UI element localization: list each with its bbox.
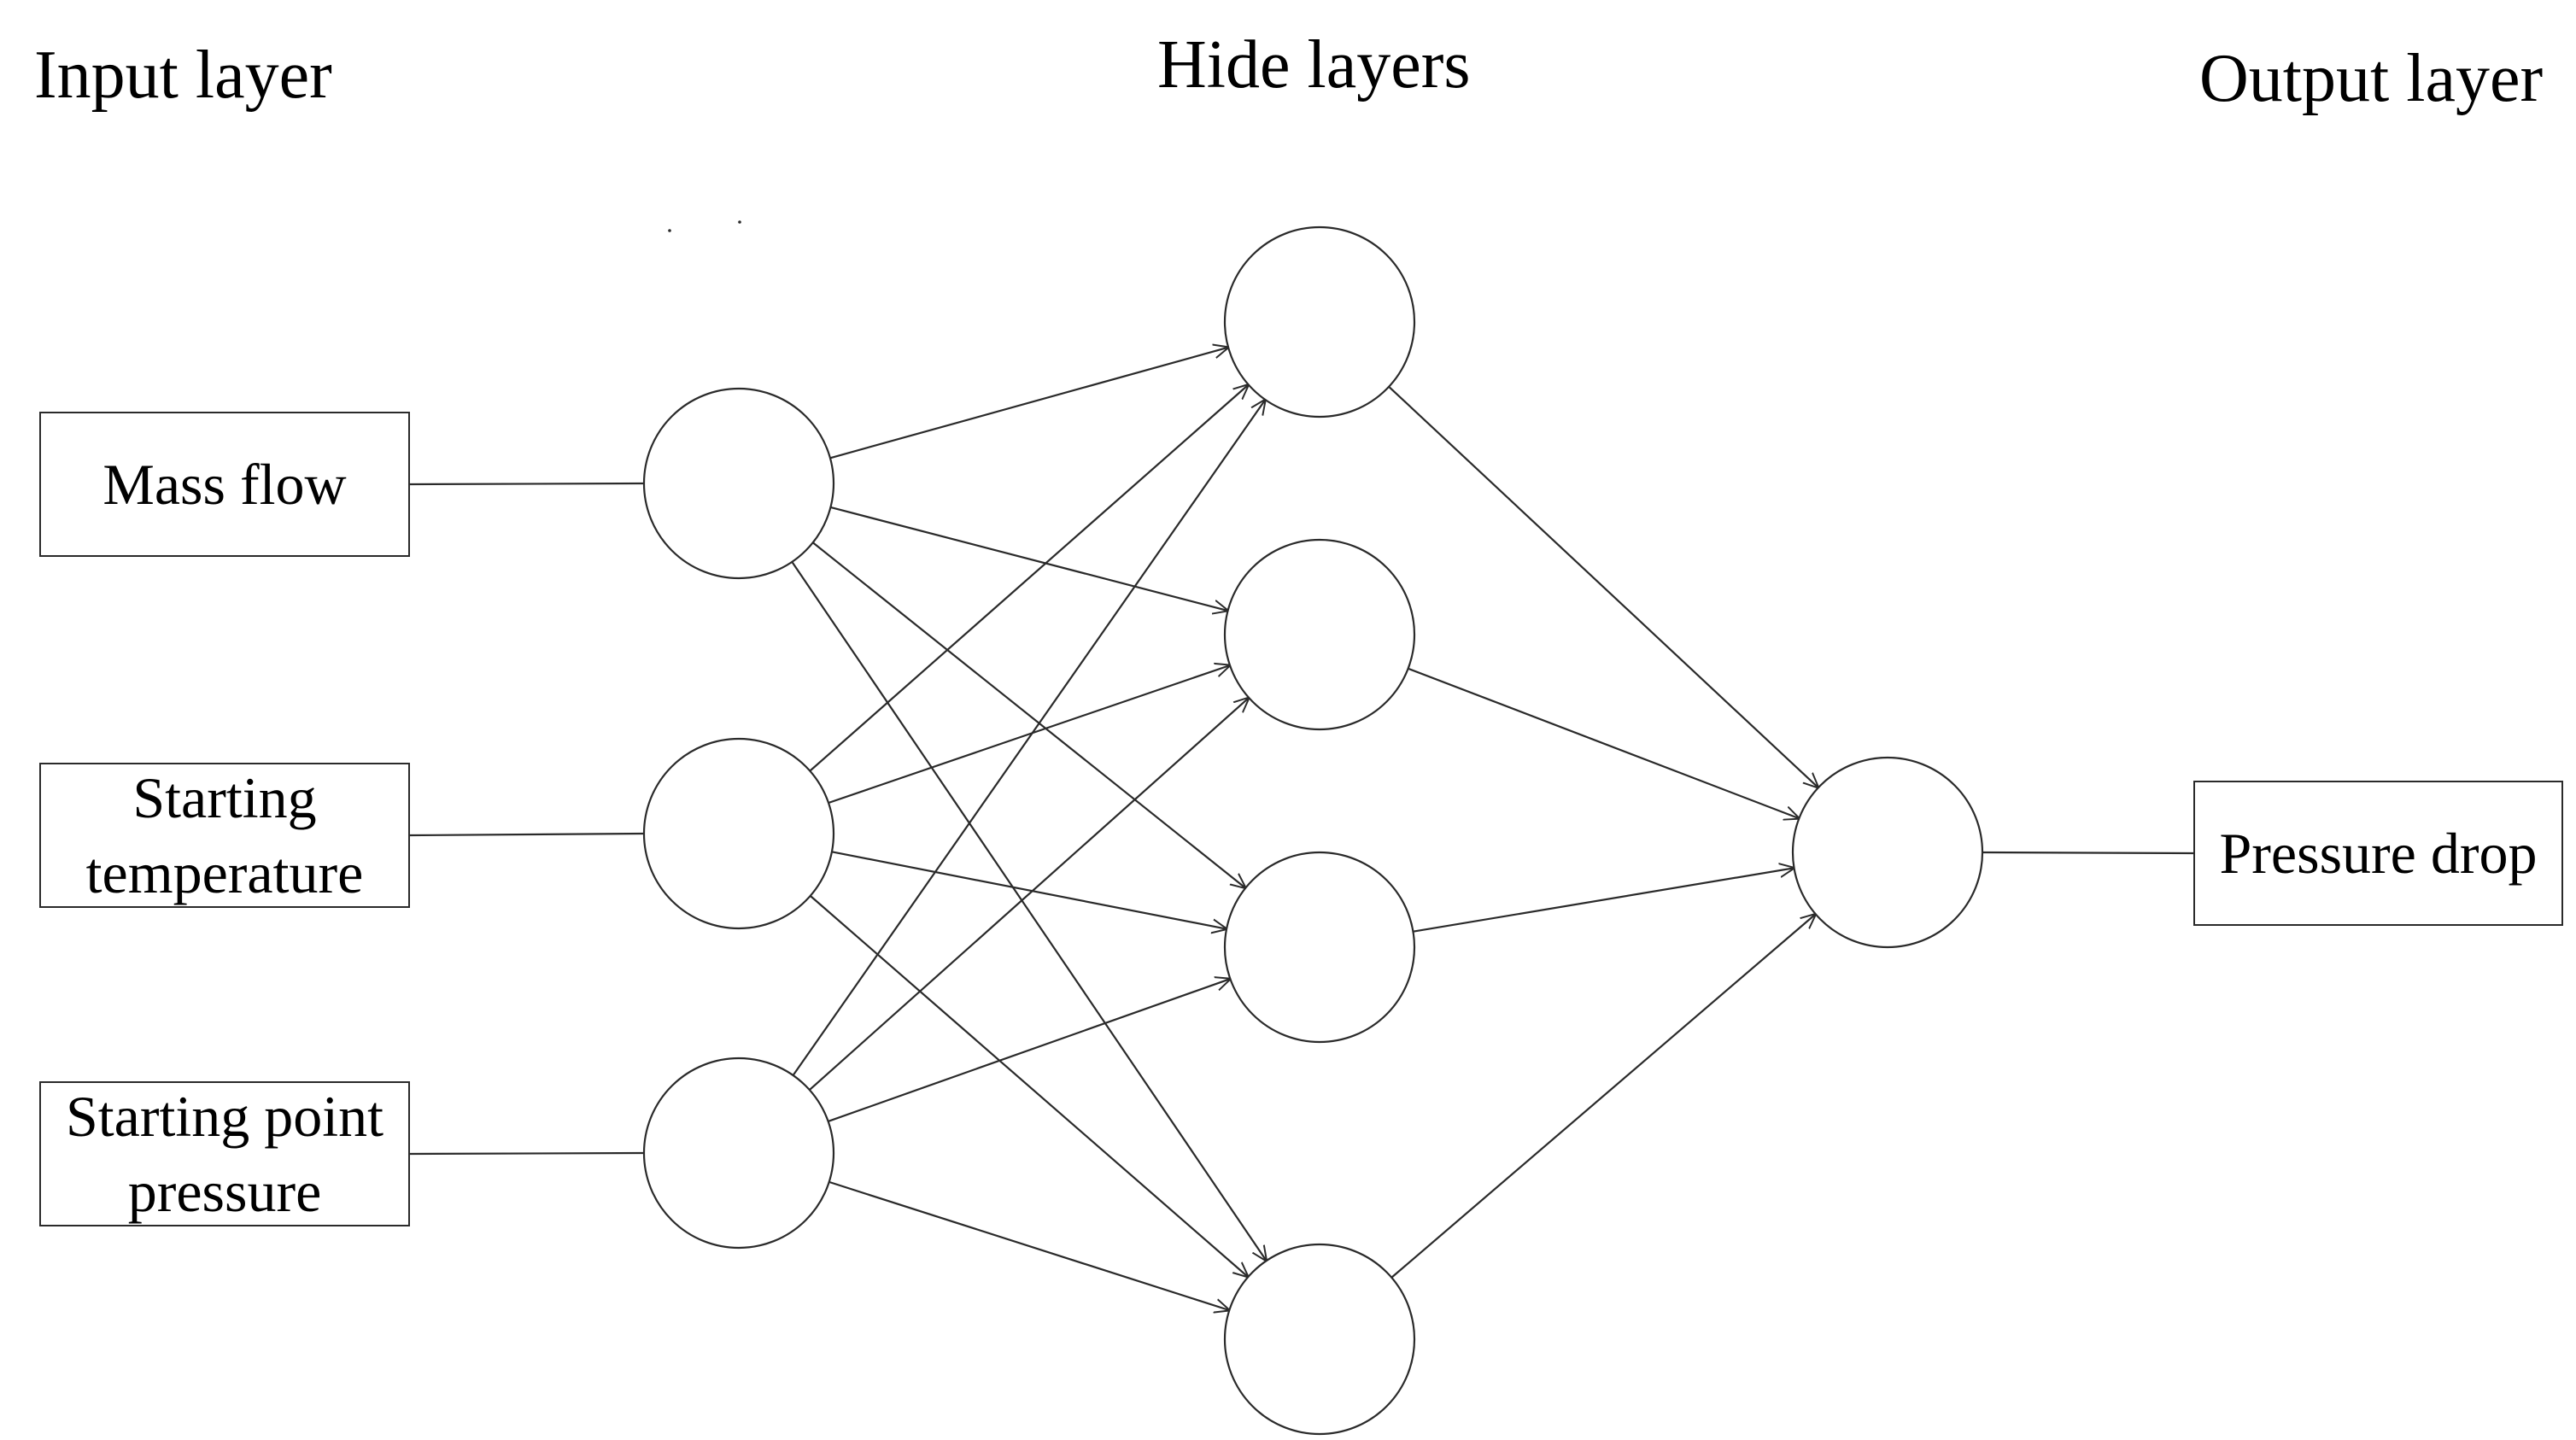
hidden-neuron: [1223, 851, 1416, 1044]
input-hidden-connection: [828, 979, 1231, 1122]
input-hidden-connection: [791, 561, 1266, 1261]
input-hidden-connection: [829, 348, 1228, 460]
input-hidden-connection: [828, 1180, 1230, 1310]
hidden-output-connection: [1390, 914, 1815, 1279]
input-neuron: [642, 387, 835, 580]
input-link-line: [409, 482, 645, 486]
stray-dot: [738, 220, 741, 224]
hidden-neuron: [1223, 225, 1416, 419]
stray-dot: [668, 229, 671, 232]
neuron-nodes: [642, 225, 1984, 1436]
hidden-output-connection: [1388, 385, 1818, 787]
input-box-starting-point-pressure: Starting point pressure: [39, 1081, 410, 1226]
input-hidden-connection: [809, 698, 1249, 1091]
hidden-layers-title: Hide layers: [1157, 27, 1471, 102]
input-hidden-connection: [809, 895, 1249, 1277]
connection-lines: [409, 348, 2194, 1310]
input-link-line: [409, 1151, 645, 1156]
input-hidden-connection: [809, 384, 1248, 772]
input-hidden-connection: [792, 400, 1266, 1076]
input-hidden-connection: [830, 506, 1227, 611]
input-layer-title: Input layer: [34, 38, 332, 113]
output-box-pressure-drop: Pressure drop: [2193, 781, 2563, 926]
input-hidden-connection: [828, 665, 1230, 805]
output-neuron: [1791, 756, 1984, 949]
input-neuron: [642, 1057, 835, 1250]
input-link-line: [409, 832, 645, 837]
output-link-line: [1982, 851, 2194, 855]
input-hidden-connection: [831, 851, 1227, 928]
output-layer-title: Output layer: [2199, 41, 2544, 116]
hidden-output-connection: [1408, 667, 1800, 819]
input-box-starting-temperature: Starting temperature: [39, 763, 410, 908]
hidden-output-connection: [1413, 868, 1794, 933]
hidden-neuron: [1223, 1243, 1416, 1436]
input-hidden-connection: [812, 541, 1246, 887]
hidden-neuron: [1223, 538, 1416, 731]
input-box-mass-flow: Mass flow: [39, 412, 410, 557]
input-neuron: [642, 737, 835, 930]
